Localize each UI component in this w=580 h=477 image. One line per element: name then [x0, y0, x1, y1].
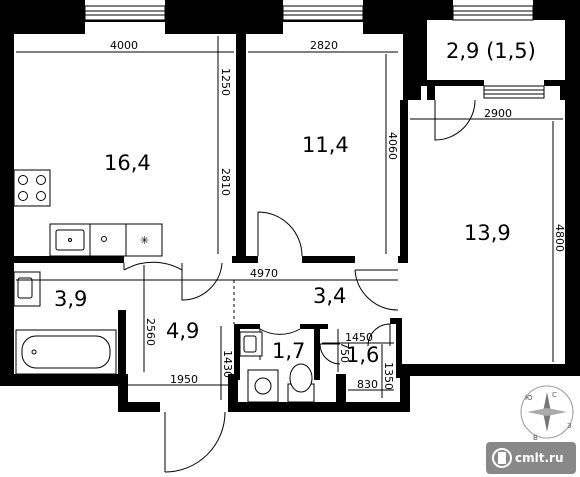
- bathroom-sink: [13, 271, 41, 307]
- balcony-area-label: 2,9 (1,5): [446, 39, 536, 63]
- watermark: cmlt.ru: [486, 442, 576, 474]
- wc-sink: [239, 331, 263, 357]
- kitchen-area-label: 16,4: [104, 151, 151, 175]
- dim-kitchen-top: 1250: [219, 68, 232, 96]
- compass: С Ю В З: [520, 385, 574, 442]
- bedroom-window: [282, 5, 364, 21]
- compass-north: С: [552, 391, 557, 399]
- dim-living-height: 4800: [553, 224, 566, 252]
- toilet: [287, 363, 315, 403]
- kitchen-counter: ✳: [49, 223, 163, 257]
- corridor-area-label: 3,4: [313, 284, 346, 308]
- dim-wc-height: 1430: [221, 350, 234, 378]
- washing-machine: [247, 369, 279, 403]
- watermark-badge: [486, 442, 576, 474]
- dim-kitchen-height: 2810: [219, 168, 232, 196]
- compass-south: Ю: [525, 394, 533, 402]
- balcony-window: [452, 5, 534, 21]
- storage-area-label: 1,6: [346, 343, 379, 367]
- dim-storage-width: 1450: [345, 331, 373, 344]
- dim-hall-height: 2560: [144, 318, 157, 346]
- dim-living-width: 2900: [484, 107, 512, 120]
- dim-hall-width: 1950: [170, 373, 198, 386]
- kitchen-window: [84, 5, 166, 21]
- walls: [0, 0, 580, 412]
- living-window: [483, 85, 545, 99]
- dimension-lines: [16, 36, 563, 400]
- dim-storage-bottom: 830: [357, 378, 378, 391]
- dim-bedroom-width: 2820: [310, 39, 338, 52]
- bedroom-area-label: 11,4: [302, 133, 349, 157]
- compass-west: З: [567, 422, 572, 430]
- dim-storage-height-right: 1350: [382, 362, 395, 390]
- kitchen-stove: [13, 169, 51, 207]
- living-area-label: 13,9: [464, 221, 511, 245]
- hall-area-label: 4,9: [166, 319, 199, 343]
- bathroom-area-label: 3,9: [54, 287, 87, 311]
- dim-corridor-length: 4970: [250, 267, 278, 280]
- dim-bedroom-height: 4060: [386, 132, 399, 160]
- watermark-text: cmlt.ru: [515, 451, 564, 465]
- watermark-logo-icon: [492, 448, 512, 468]
- doors: [123, 99, 476, 473]
- compass-east: В: [533, 434, 538, 442]
- dim-storage-height-left: 750: [338, 342, 351, 363]
- dim-kitchen-width: 4000: [110, 39, 138, 52]
- wc-area-label: 1,7: [272, 339, 305, 363]
- svg-text:✳: ✳: [140, 234, 149, 247]
- bathtub: [15, 329, 117, 375]
